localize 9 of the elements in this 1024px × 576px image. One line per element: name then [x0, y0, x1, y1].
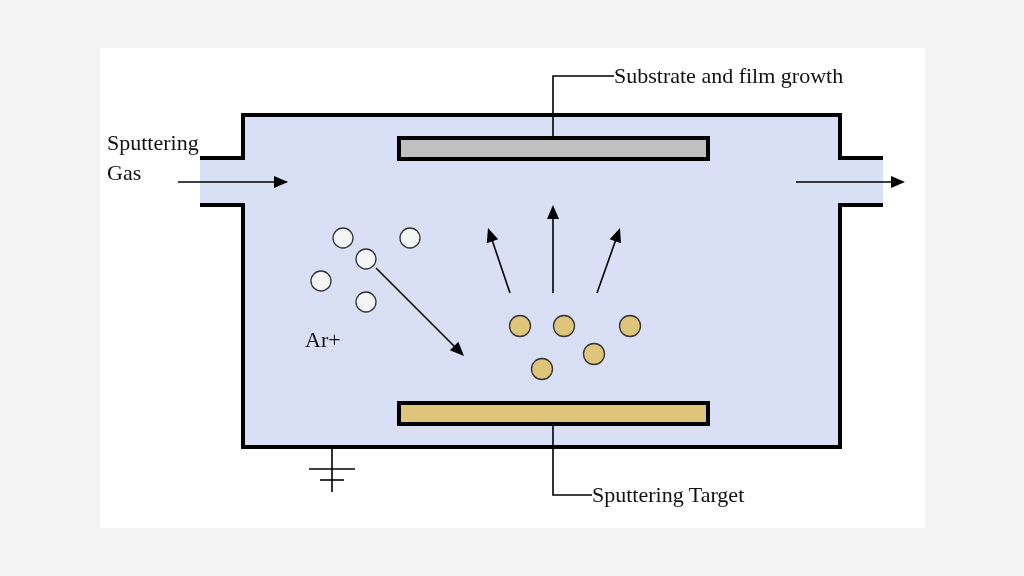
inlet-label: Sputtering Gas: [107, 128, 203, 188]
flow-arrow: [177, 176, 288, 188]
ion-label: Ar+: [305, 327, 341, 353]
substrate-plate: [397, 136, 710, 161]
callout-label: Sputtering Target: [592, 480, 822, 510]
leader-line: [552, 425, 593, 496]
callout-label: Substrate and film growth: [614, 61, 934, 91]
target-plate: [397, 401, 710, 426]
leader-line: [552, 75, 615, 137]
